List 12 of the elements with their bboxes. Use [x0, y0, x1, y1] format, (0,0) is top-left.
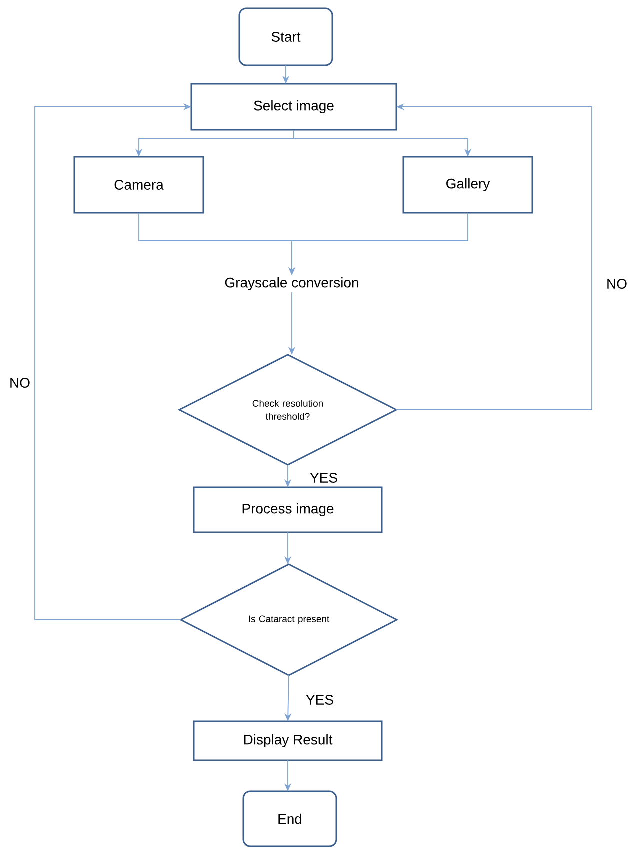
process-box: Select image: [190, 83, 398, 131]
process-box: Display Result: [193, 720, 383, 762]
step-text: Grayscale conversion: [225, 277, 358, 291]
process-box: Gallery: [402, 156, 534, 214]
edge-label: NO: [8, 377, 32, 389]
terminal-box: End: [242, 790, 338, 848]
process-box: Process image: [193, 486, 383, 534]
edge-label: YES: [305, 694, 335, 706]
edge-label: NO: [606, 278, 628, 290]
terminal-box: Start: [238, 8, 334, 66]
process-box: Camera: [74, 156, 204, 214]
edge-label: YES: [309, 472, 339, 484]
